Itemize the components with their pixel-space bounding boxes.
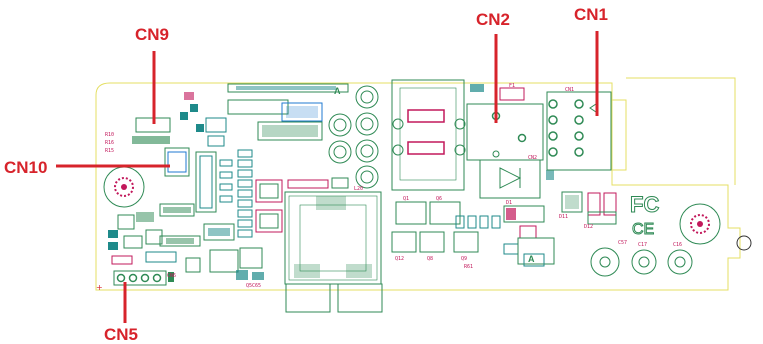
silk-d11: D11 — [559, 214, 568, 220]
board-outline — [95, 77, 741, 291]
silk-r16: R16 — [105, 140, 114, 146]
silk-q6: Q6 — [436, 196, 442, 202]
silkscreen-labels: CN2 CN1 CN6 L20 F1 D1 Q1 Q5 Q6 Q8 Q9 Q12… — [105, 83, 682, 289]
callout-cn2: CN2 — [476, 10, 510, 123]
fc-mark: FC — [630, 192, 659, 217]
filter-block — [391, 79, 466, 191]
silk-f1: F1 — [509, 83, 515, 89]
silk-a-mark-top: A — [334, 86, 341, 96]
mounting-hole-left — [103, 166, 145, 208]
silk-c16: C16 — [673, 242, 682, 248]
transistor-area — [391, 201, 555, 265]
passive-column — [219, 149, 253, 238]
cap-cluster — [328, 85, 379, 189]
silk-cn1: CN1 — [565, 87, 574, 93]
right-components — [523, 191, 693, 277]
compliance-marks: FC CE — [630, 192, 660, 239]
silk-r10: R10 — [105, 132, 114, 138]
silk-c57: C57 — [618, 240, 627, 246]
lower-left-area — [108, 212, 201, 273]
plus-marker: + — [96, 283, 103, 292]
cn1-connector — [546, 91, 612, 171]
callout-cn10-label: CN10 — [4, 158, 47, 177]
ce-mark: CE — [632, 221, 654, 238]
silk-c65: C65 — [252, 283, 261, 289]
callout-cn9: CN9 — [135, 25, 169, 124]
silk-q8: Q8 — [427, 256, 433, 262]
callout-cn5: CN5 — [104, 282, 138, 344]
mounting-hole-right — [679, 203, 721, 245]
callout-cn1-label: CN1 — [574, 5, 608, 24]
silk-d12: D12 — [584, 224, 593, 230]
callout-cn2-label: CN2 — [476, 10, 510, 29]
callout-cn1: CN1 — [574, 5, 608, 116]
side-hole — [736, 235, 752, 251]
silk-q5: Q5 — [246, 283, 252, 289]
silk-q1: Q1 — [403, 196, 409, 202]
silk-cn2: CN2 — [528, 155, 537, 161]
callout-cn5-label: CN5 — [104, 325, 138, 344]
silk-c17: C17 — [638, 242, 647, 248]
callout-cn9-label: CN9 — [135, 25, 169, 44]
callout-cn10: CN10 — [4, 158, 170, 177]
cn2-connector — [466, 84, 554, 199]
cn5-header — [113, 270, 174, 286]
silk-q12: Q12 — [395, 256, 404, 262]
silk-r15: R15 — [105, 148, 114, 154]
logic-area — [132, 83, 349, 217]
silk-d1: D1 — [506, 200, 512, 206]
silk-cn6: CN6 — [167, 273, 176, 279]
silk-a-mark-bottom: A — [528, 254, 535, 264]
silk-l20: L20 — [354, 186, 363, 192]
silk-r61: R61 — [464, 264, 473, 270]
silk-q9: Q9 — [461, 256, 467, 262]
power-block — [284, 177, 383, 313]
smd-block — [203, 179, 283, 280]
